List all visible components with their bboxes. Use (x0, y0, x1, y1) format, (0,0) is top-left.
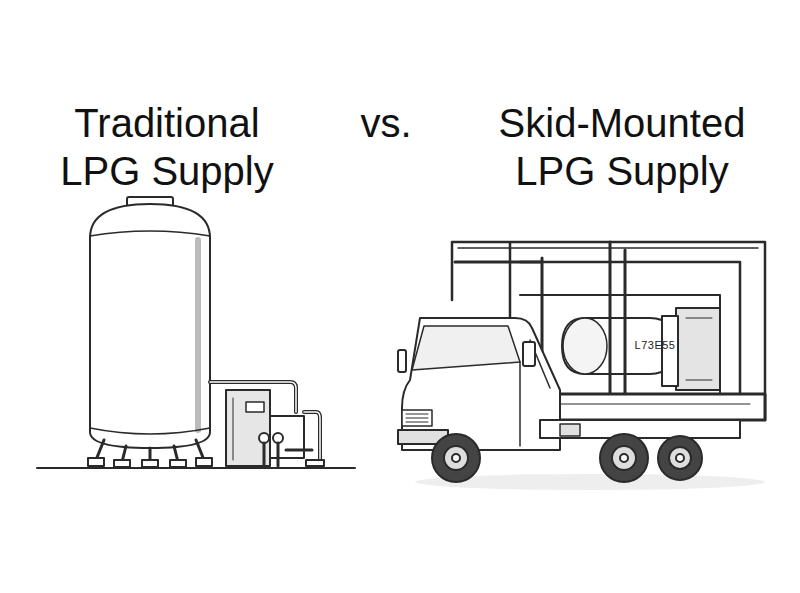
heading: Traditional LPG Supply (42, 99, 292, 195)
tank-marking: L73E55 (625, 339, 685, 352)
wheels (432, 434, 702, 482)
vaporizer-unit (210, 382, 324, 466)
versus-label: vs. (346, 99, 426, 147)
truck-cab (398, 318, 740, 450)
heading: Skid-Mounted LPG Supply (472, 99, 772, 195)
storage-tank (37, 197, 355, 468)
